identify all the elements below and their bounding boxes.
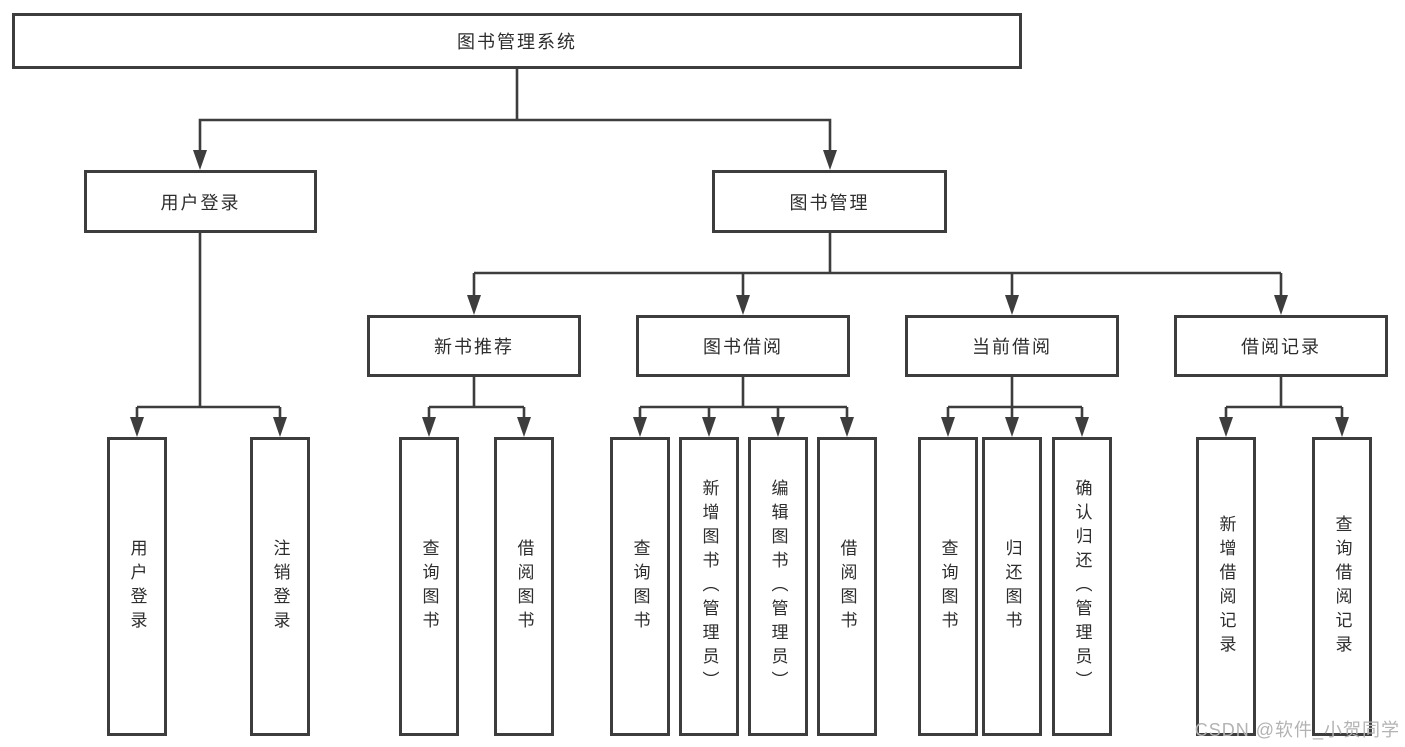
leaf-query-books-1: 查询图书 — [399, 437, 459, 736]
leaf-user-login: 用户登录 — [107, 437, 167, 736]
leaf-edit-book-admin: 编辑图书（管理员） — [748, 437, 808, 736]
node-user-login: 用户登录 — [84, 170, 317, 233]
leaf-query-borrow-record: 查询借阅记录 — [1312, 437, 1372, 736]
node-root-library-system: 图书管理系统 — [12, 13, 1022, 69]
node-borrow-records: 借阅记录 — [1174, 315, 1388, 377]
leaf-borrow-books-2: 借阅图书 — [817, 437, 877, 736]
leaf-query-books-2: 查询图书 — [610, 437, 670, 736]
leaf-logout: 注销登录 — [250, 437, 310, 736]
leaf-return-book: 归还图书 — [982, 437, 1042, 736]
csdn-watermark: CSDN @软件_小贺同学 — [1194, 720, 1400, 740]
node-book-borrowing: 图书借阅 — [636, 315, 850, 377]
leaf-confirm-return-admin: 确认归还（管理员） — [1052, 437, 1112, 736]
leaf-add-book-admin: 新增图书（管理员） — [679, 437, 739, 736]
leaf-query-books-3: 查询图书 — [918, 437, 978, 736]
node-new-book-recommendation: 新书推荐 — [367, 315, 581, 377]
node-book-management: 图书管理 — [712, 170, 947, 233]
node-current-borrowing: 当前借阅 — [905, 315, 1119, 377]
leaf-add-borrow-record: 新增借阅记录 — [1196, 437, 1256, 736]
connector-segments — [135, 69, 1344, 419]
leaf-borrow-books-1: 借阅图书 — [494, 437, 554, 736]
arrow-down-icons — [130, 150, 1349, 437]
